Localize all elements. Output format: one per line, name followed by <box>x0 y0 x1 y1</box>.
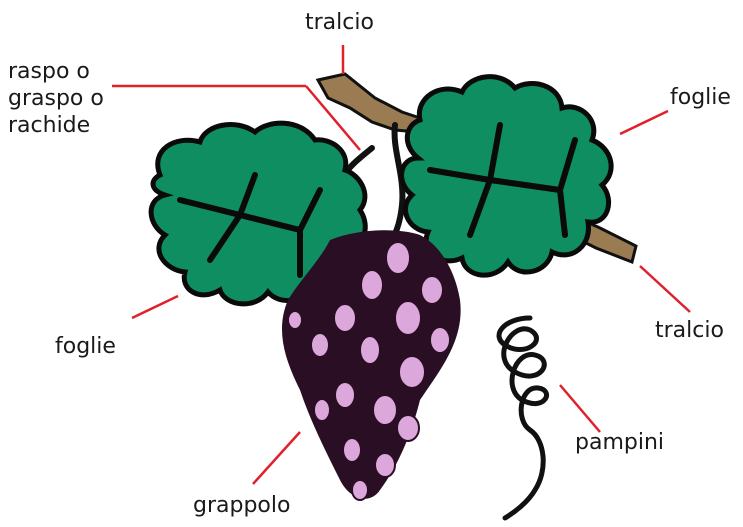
leader-pampini <box>560 385 600 432</box>
label-grappolo: grappolo <box>193 493 290 518</box>
label-tralcio-top: tralcio <box>305 10 374 35</box>
leader-foglie-left <box>132 296 178 318</box>
label-raspo: raspo o graspo o rachide <box>8 58 104 139</box>
label-foglie-right: foglie <box>670 85 731 110</box>
label-foglie-left: foglie <box>55 334 116 359</box>
label-tralcio-right: tralcio <box>655 318 724 343</box>
leader-foglie-right <box>620 111 668 134</box>
tendril <box>499 318 547 518</box>
leader-grappolo <box>253 432 300 484</box>
leader-tralcio-right <box>640 266 690 312</box>
label-pampini: pampini <box>575 430 664 455</box>
